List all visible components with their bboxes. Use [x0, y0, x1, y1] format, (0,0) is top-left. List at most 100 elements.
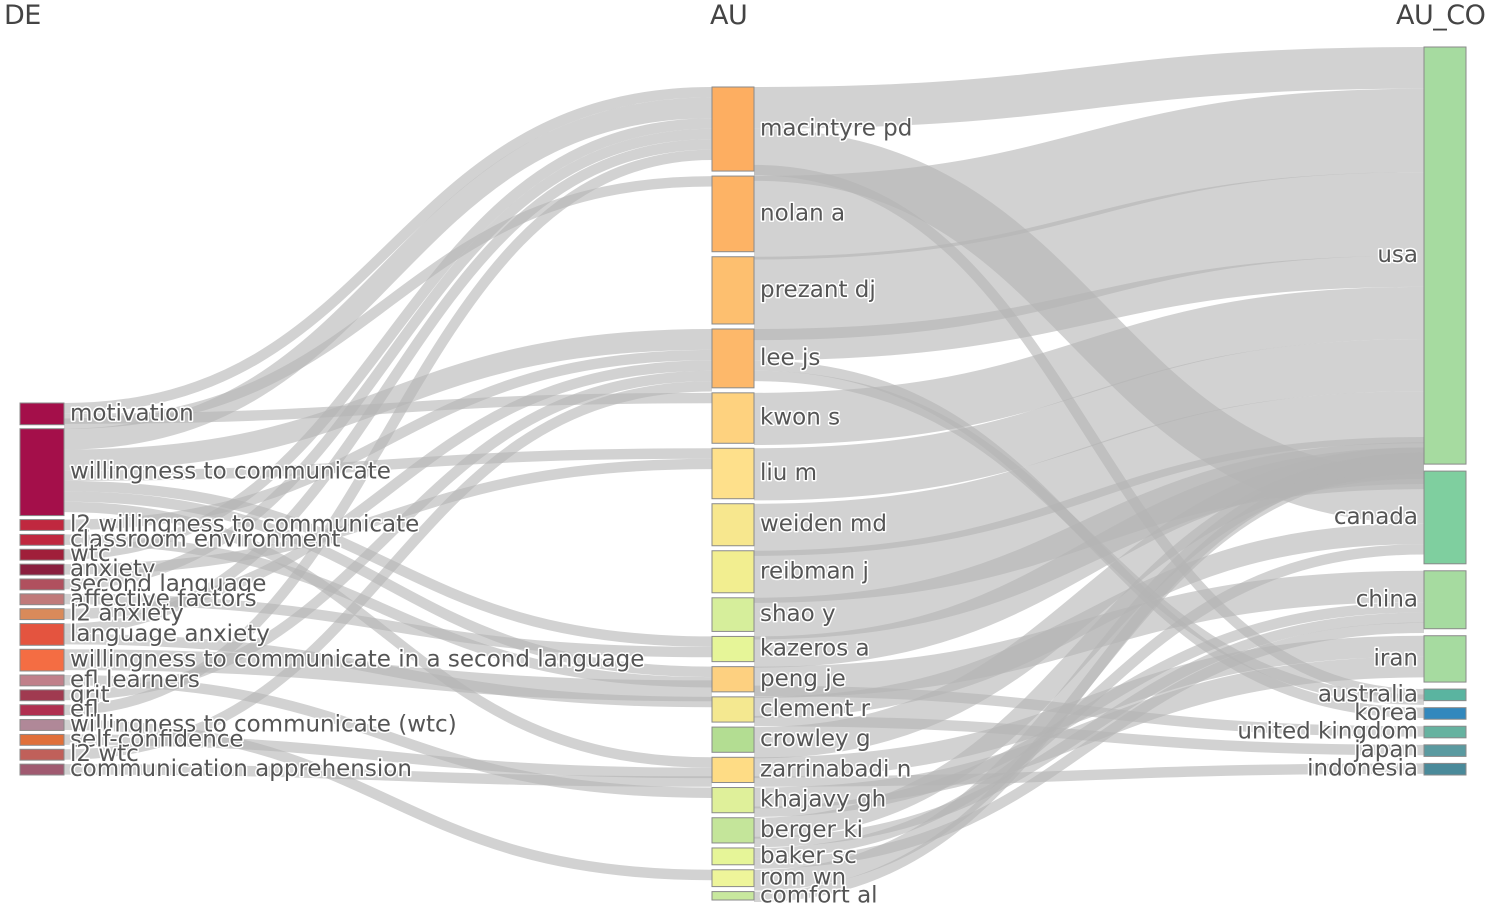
node-rom[interactable]: [711, 869, 755, 888]
link-lang_anxiety-to-macintyre[interactable]: [63, 139, 713, 634]
node-japan[interactable]: [1423, 744, 1467, 757]
node-label-china: china: [1356, 586, 1418, 612]
link-wtc_main-to-peng[interactable]: [63, 491, 713, 678]
link-nolan-to-usa[interactable]: [753, 88, 1425, 260]
node-kwon[interactable]: [711, 392, 755, 444]
column-title-au-co: AU_CO: [1396, 0, 1486, 31]
link-macintyre-to-usa[interactable]: [753, 47, 1425, 129]
nodes-layer: motivation willingness to communicate l2 w…: [19, 46, 1467, 906]
node-label-macintyre: macintyre pd: [760, 116, 912, 142]
node-l2anxiety[interactable]: [19, 608, 65, 621]
link-self_conf-to-zarrinabadi[interactable]: [63, 734, 713, 779]
node-prezant[interactable]: [711, 256, 755, 325]
link-weiden-to-usa[interactable]: [753, 391, 1425, 556]
link-berger-to-china[interactable]: [753, 612, 1425, 848]
link-wtc_main-to-macintyre[interactable]: [63, 97, 713, 450]
link-l2wtc-to-lee[interactable]: [63, 381, 713, 760]
node-label-khajavy: khajavy gh: [760, 787, 886, 813]
node-affective[interactable]: [19, 593, 65, 606]
node-china[interactable]: [1423, 570, 1467, 630]
node-wtc_paren[interactable]: [19, 719, 65, 731]
column-title-de: DE: [4, 0, 41, 31]
node-comfort[interactable]: [711, 891, 755, 901]
node-label-efl: efl: [70, 697, 99, 723]
column-title-au: AU: [710, 0, 748, 31]
node-baker[interactable]: [711, 847, 755, 866]
node-efl[interactable]: [19, 704, 65, 717]
node-berger[interactable]: [711, 817, 755, 844]
node-label-efl_learners: efl learners: [70, 667, 200, 693]
node-label-korea: korea: [1354, 700, 1418, 726]
node-label-zarrinabadi: zarrinabadi n: [760, 756, 911, 782]
node-kazeros[interactable]: [711, 635, 755, 663]
node-l2wtc[interactable]: [19, 748, 65, 761]
node-efl_learners[interactable]: [19, 674, 65, 687]
node-zarrinabadi[interactable]: [711, 756, 755, 784]
link-comm_app-to-zarrinabadi[interactable]: [63, 764, 713, 787]
link-efl-to-macintyre[interactable]: [63, 149, 713, 716]
node-l2wtc_full[interactable]: [19, 519, 65, 531]
node-label-lee: lee js: [760, 345, 820, 371]
node-label-clement: clement r: [760, 696, 871, 722]
link-classroom-to-peng[interactable]: [63, 534, 713, 688]
node-lang_anxiety[interactable]: [19, 623, 65, 646]
link-wtc_main-to-zarrinabadi[interactable]: [63, 501, 713, 768]
node-shao[interactable]: [711, 597, 755, 632]
node-lee[interactable]: [711, 328, 755, 389]
node-peng[interactable]: [711, 666, 755, 693]
node-label-wtc_main: willingness to communicate: [70, 459, 391, 485]
node-iran[interactable]: [1423, 635, 1467, 683]
node-label-motivation: motivation: [70, 400, 194, 426]
link-comfort-to-usa[interactable]: [753, 457, 1425, 903]
link-liu-to-usa[interactable]: [753, 338, 1425, 501]
node-reibman[interactable]: [711, 550, 755, 594]
node-canada[interactable]: [1423, 470, 1467, 565]
node-label-second_language: second language: [70, 571, 266, 597]
node-comm_app[interactable]: [19, 763, 65, 776]
node-khajavy[interactable]: [711, 787, 755, 814]
node-classroom[interactable]: [19, 533, 65, 546]
node-indonesia[interactable]: [1423, 762, 1467, 776]
node-second_language[interactable]: [19, 578, 65, 591]
node-macintyre[interactable]: [711, 86, 755, 172]
link-wtc_l2-to-peng[interactable]: [63, 649, 713, 702]
link-baker-to-canada[interactable]: [753, 544, 1425, 859]
node-self_conf[interactable]: [19, 733, 65, 746]
node-motivation[interactable]: [19, 402, 65, 426]
node-label-canada: canada: [1334, 504, 1418, 530]
node-label-usa: usa: [1377, 242, 1418, 268]
link-efl_learners-to-khajavy[interactable]: [63, 675, 713, 798]
link-motivation-to-macintyre[interactable]: [63, 87, 713, 414]
node-usa[interactable]: [1423, 46, 1467, 465]
node-wtc[interactable]: [19, 548, 65, 561]
link-wtc-to-macintyre[interactable]: [63, 118, 713, 560]
node-label-comfort: comfort al: [760, 882, 878, 906]
node-wtc_main[interactable]: [19, 428, 65, 517]
node-anxiety[interactable]: [19, 563, 65, 576]
node-liu[interactable]: [711, 447, 755, 500]
link-prezant-to-usa[interactable]: [753, 172, 1425, 341]
link-wtc_main-to-liu[interactable]: [63, 448, 713, 481]
node-label-affective: affective factors: [70, 586, 257, 612]
link-kwon-to-usa[interactable]: [753, 286, 1425, 445]
link-lee-to-usa[interactable]: [753, 255, 1425, 361]
node-grit[interactable]: [19, 689, 65, 702]
node-weiden[interactable]: [711, 503, 755, 547]
node-wtc_l2[interactable]: [19, 648, 65, 672]
node-label-wtc_paren: willingness to communicate (wtc): [70, 712, 457, 738]
link-second_language-to-macintyre[interactable]: [63, 128, 713, 590]
node-clement[interactable]: [711, 696, 755, 723]
node-australia[interactable]: [1423, 688, 1467, 702]
node-label-nolan: nolan a: [760, 200, 845, 226]
node-label-l2anxiety: l2 anxiety: [70, 601, 184, 627]
node-label-kazeros: kazeros a: [760, 636, 870, 662]
node-united_kingdom[interactable]: [1423, 725, 1467, 739]
node-label-baker: baker sc: [760, 843, 857, 869]
node-korea[interactable]: [1423, 707, 1467, 720]
node-crowley[interactable]: [711, 726, 755, 753]
node-label-rom: rom wn: [760, 865, 846, 891]
link-wtc_main-to-lee[interactable]: [63, 328, 713, 471]
node-label-l2wtc_full: l2 willingness to communicate: [70, 512, 419, 538]
node-nolan[interactable]: [711, 175, 755, 253]
